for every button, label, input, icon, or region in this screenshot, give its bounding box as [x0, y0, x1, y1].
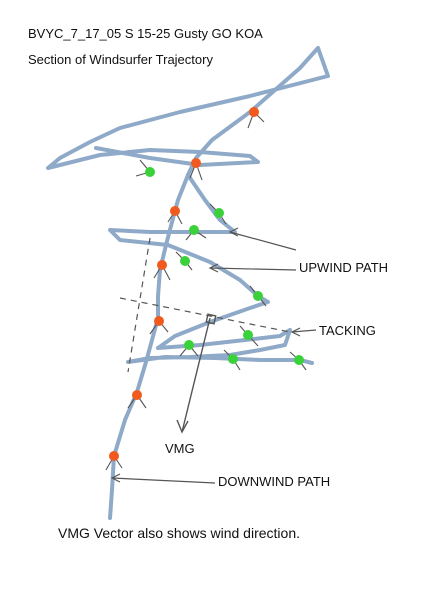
upwind-arrowhead [208, 263, 219, 273]
tacking-arrowhead [290, 327, 301, 337]
track-segment-lower-reach [126, 328, 314, 365]
upwind-pointer-line-2 [209, 267, 297, 271]
tack-marker [157, 260, 167, 270]
tack-marker [109, 451, 119, 461]
vmg-vector-line [181, 317, 211, 433]
tack-markers [109, 107, 259, 461]
jibe-marker [180, 256, 190, 266]
downwind-path-label: DOWNWIND PATH [218, 474, 331, 489]
tack-marker [132, 390, 142, 400]
tacking-label: TACKING [319, 323, 376, 338]
vmg-vector-arrowhead [176, 419, 189, 434]
tacking-guide-horizontal [119, 297, 291, 333]
vmg-label: VMG [165, 441, 195, 456]
jibe-marker [214, 208, 224, 218]
jibe-marker [145, 167, 155, 177]
tack-marker [191, 158, 201, 168]
tack-marker [249, 107, 259, 117]
jibe-marker [253, 291, 263, 301]
tack-marker [154, 316, 164, 326]
upwind-pointer-line [229, 231, 297, 251]
downwind-pointer-line [111, 477, 216, 484]
tacking-pointer-line [291, 329, 317, 333]
downwind-arrowhead [110, 473, 121, 483]
tacking-guide-vertical [127, 237, 151, 373]
vmg-right-angle-marker [205, 313, 217, 325]
tack-marker [170, 206, 180, 216]
diagram-subtitle: Section of Windsurfer Trajectory [28, 52, 213, 67]
track-segment-main [108, 46, 320, 520]
jibe-marker [189, 225, 199, 235]
tacking-guides [119, 237, 291, 373]
jibe-markers [145, 167, 304, 365]
diagram-caption: VMG Vector also shows wind direction. [58, 525, 300, 541]
annotation-pointers [110, 227, 317, 484]
track-segment-mid-reach [108, 173, 270, 350]
upwind-path-label: UPWIND PATH [299, 260, 389, 275]
jibe-marker [294, 355, 304, 365]
jibe-marker [243, 330, 253, 340]
diagram-title: BVYC_7_17_05 S 15-25 Gusty GO KOA [28, 26, 263, 41]
vmg-vector [176, 313, 217, 434]
jibe-marker [228, 354, 238, 364]
upwind-arrowhead-2 [228, 227, 239, 237]
jibe-marker [184, 340, 194, 350]
track-segment-upper-reach [46, 46, 330, 170]
